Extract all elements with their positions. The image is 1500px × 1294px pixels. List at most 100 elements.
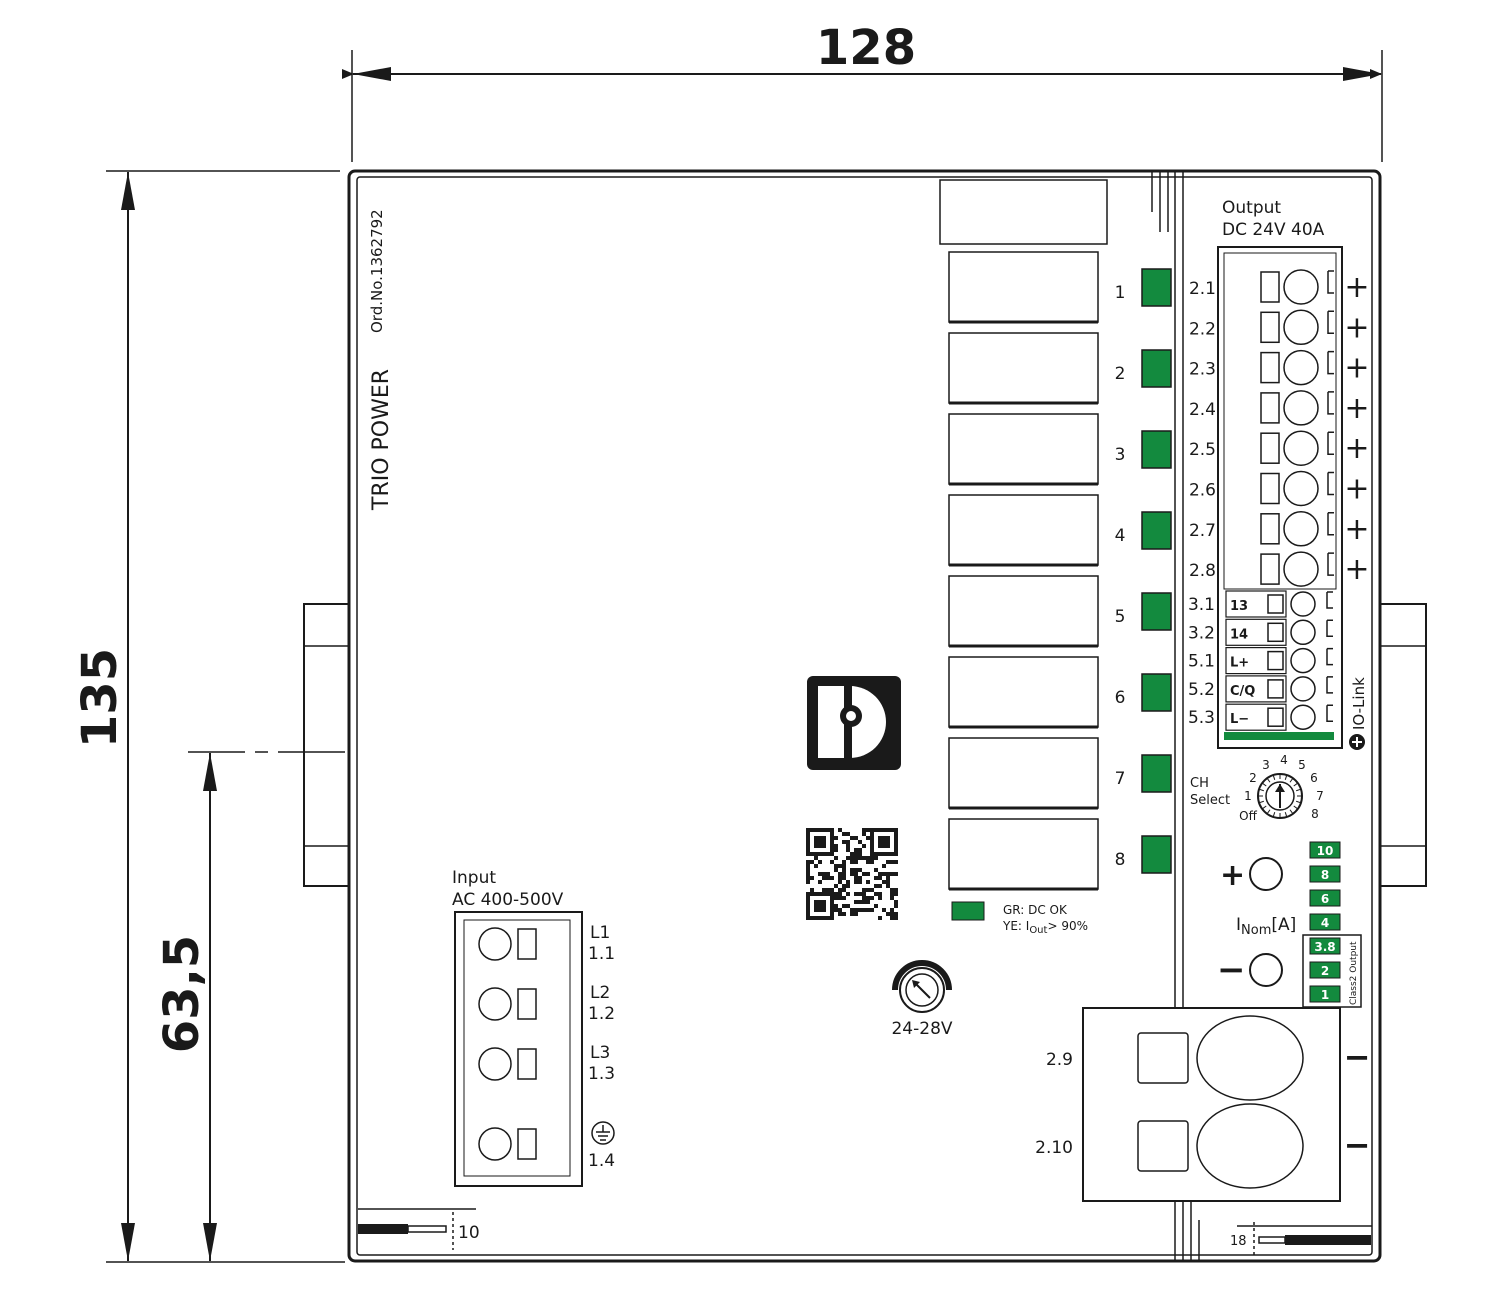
channel-marking-field [948, 332, 1099, 404]
terminal-release-button[interactable] [1267, 594, 1284, 614]
plus-polarity-sign: + [1344, 472, 1369, 507]
ch-select-position-label: Off [1239, 809, 1257, 823]
channel-led [1141, 673, 1172, 712]
signal-terminal-id: 5.3 [1188, 708, 1215, 728]
terminal-release-button[interactable] [1267, 622, 1284, 643]
channel-number: 1 [1115, 283, 1126, 303]
ch-select-position-label: 3 [1262, 758, 1270, 772]
wire-strip-right-length: 18 [1230, 1234, 1247, 1249]
brand-text: TRIO POWER [369, 369, 394, 511]
terminal-wire-opening[interactable] [478, 1047, 512, 1081]
terminal-release-button[interactable] [1260, 392, 1280, 424]
terminal-wire-opening[interactable] [1290, 591, 1316, 617]
output-terminal-id: 2.7 [1189, 521, 1216, 541]
terminal-release-button[interactable] [517, 1048, 537, 1080]
minus-terminal-id: 2.9 [1046, 1050, 1073, 1070]
terminal-release-button[interactable] [1260, 271, 1280, 303]
signal-terminal-id: 3.1 [1188, 595, 1215, 615]
terminal-release-button[interactable] [1137, 1120, 1189, 1172]
led-legend-green: GR: DC OK [1003, 903, 1068, 917]
terminal-wire-opening[interactable] [1283, 551, 1319, 587]
inom-increase-button[interactable] [1249, 857, 1283, 891]
ch-select-position-label: 6 [1310, 771, 1318, 785]
plus-polarity-sign: + [1344, 310, 1369, 345]
io-link-label: IO-Link [1350, 677, 1368, 730]
terminal-release-button[interactable] [1260, 351, 1280, 384]
terminal-wire-opening[interactable] [1290, 676, 1316, 702]
terminal-wire-opening[interactable] [1283, 390, 1319, 426]
voltage-adjust-potentiometer[interactable] [892, 960, 952, 1013]
terminal-release-button[interactable] [1267, 650, 1284, 671]
signal-terminal-code: L+ [1230, 656, 1249, 671]
terminal-wire-opening[interactable] [478, 1127, 512, 1161]
plus-polarity-sign: + [1344, 431, 1369, 466]
terminal-release-button[interactable] [1137, 1032, 1189, 1084]
channel-led [1141, 592, 1172, 631]
plus-polarity-sign: + [1344, 552, 1369, 587]
inom-led [1309, 961, 1341, 979]
terminal-wire-opening[interactable] [1290, 704, 1316, 730]
terminal-release-button[interactable] [1260, 432, 1280, 464]
terminal-wire-opening[interactable] [478, 927, 512, 961]
output-terminal-id: 2.3 [1189, 360, 1216, 380]
terminal-release-button[interactable] [517, 1128, 537, 1160]
inom-led-value: 2 [1321, 964, 1329, 978]
signal-block-green-strip [1224, 732, 1334, 740]
terminal-release-button[interactable] [1260, 513, 1280, 545]
signal-terminal-id: 5.1 [1188, 652, 1215, 672]
minus-polarity-sign: − [1344, 1038, 1371, 1076]
inom-decrease-button[interactable] [1249, 953, 1283, 987]
plus-polarity-sign: + [1344, 512, 1369, 547]
inom-led [1309, 865, 1341, 883]
terminal-wire-opening[interactable] [1283, 470, 1319, 507]
terminal-wire-opening[interactable] [1196, 1103, 1304, 1189]
terminal-wire-opening[interactable] [1196, 1015, 1304, 1101]
channel-number: 2 [1115, 364, 1126, 384]
inom-label: INom[A] [1236, 915, 1296, 938]
output-terminal-id: 2.5 [1189, 440, 1216, 460]
ch-select-position-label: 4 [1280, 753, 1288, 767]
ch-select-label-2: Select [1190, 793, 1230, 808]
channel-led [1141, 349, 1172, 388]
channel-led [1141, 835, 1172, 874]
ch-select-position-label: 7 [1316, 789, 1324, 803]
inom-led [1309, 937, 1341, 955]
terminal-release-button[interactable] [1260, 472, 1280, 505]
input-terminal-id: 1.1 [588, 944, 615, 964]
io-link-logo [1349, 734, 1365, 750]
channel-marking-field [948, 251, 1099, 323]
inom-led [1309, 985, 1341, 1003]
terminal-wire-opening[interactable] [478, 987, 512, 1021]
channel-led [1141, 754, 1172, 793]
terminal-wire-opening[interactable] [1283, 269, 1319, 305]
terminal-wire-opening[interactable] [1290, 647, 1316, 674]
terminal-release-button[interactable] [1267, 679, 1284, 699]
legend-led-icon [951, 901, 985, 921]
terminal-wire-opening[interactable] [1283, 430, 1319, 466]
channel-led [1141, 268, 1172, 307]
signal-terminal-id: 5.2 [1188, 680, 1215, 700]
inom-led [1309, 913, 1341, 931]
terminal-wire-opening[interactable] [1283, 309, 1319, 346]
output-title: Output [1222, 198, 1281, 218]
terminal-release-button[interactable] [517, 988, 537, 1020]
terminal-wire-opening[interactable] [1283, 511, 1319, 547]
channel-marking-field [948, 494, 1099, 566]
channel-marking-field [948, 818, 1099, 890]
signal-terminal-code: 14 [1230, 627, 1248, 642]
height-dimension: 135 [72, 170, 345, 1263]
inom-led-value: 10 [1317, 844, 1334, 858]
output-terminal-column: 2.1+2.2+2.3+2.4+2.5+2.6+2.7+2.8+ [1189, 269, 1370, 587]
terminal-release-button[interactable] [1260, 553, 1280, 585]
terminal-wire-opening[interactable] [1290, 619, 1316, 646]
inom-led-value: 8 [1321, 868, 1329, 882]
width-value: 128 [816, 20, 916, 76]
output-terminal-id: 2.6 [1189, 481, 1216, 501]
terminal-release-button[interactable] [1260, 311, 1280, 344]
terminal-release-button[interactable] [517, 928, 537, 960]
terminal-wire-opening[interactable] [1283, 349, 1319, 386]
ch-select-position-label: 2 [1249, 771, 1257, 785]
terminal-release-button[interactable] [1267, 707, 1284, 727]
